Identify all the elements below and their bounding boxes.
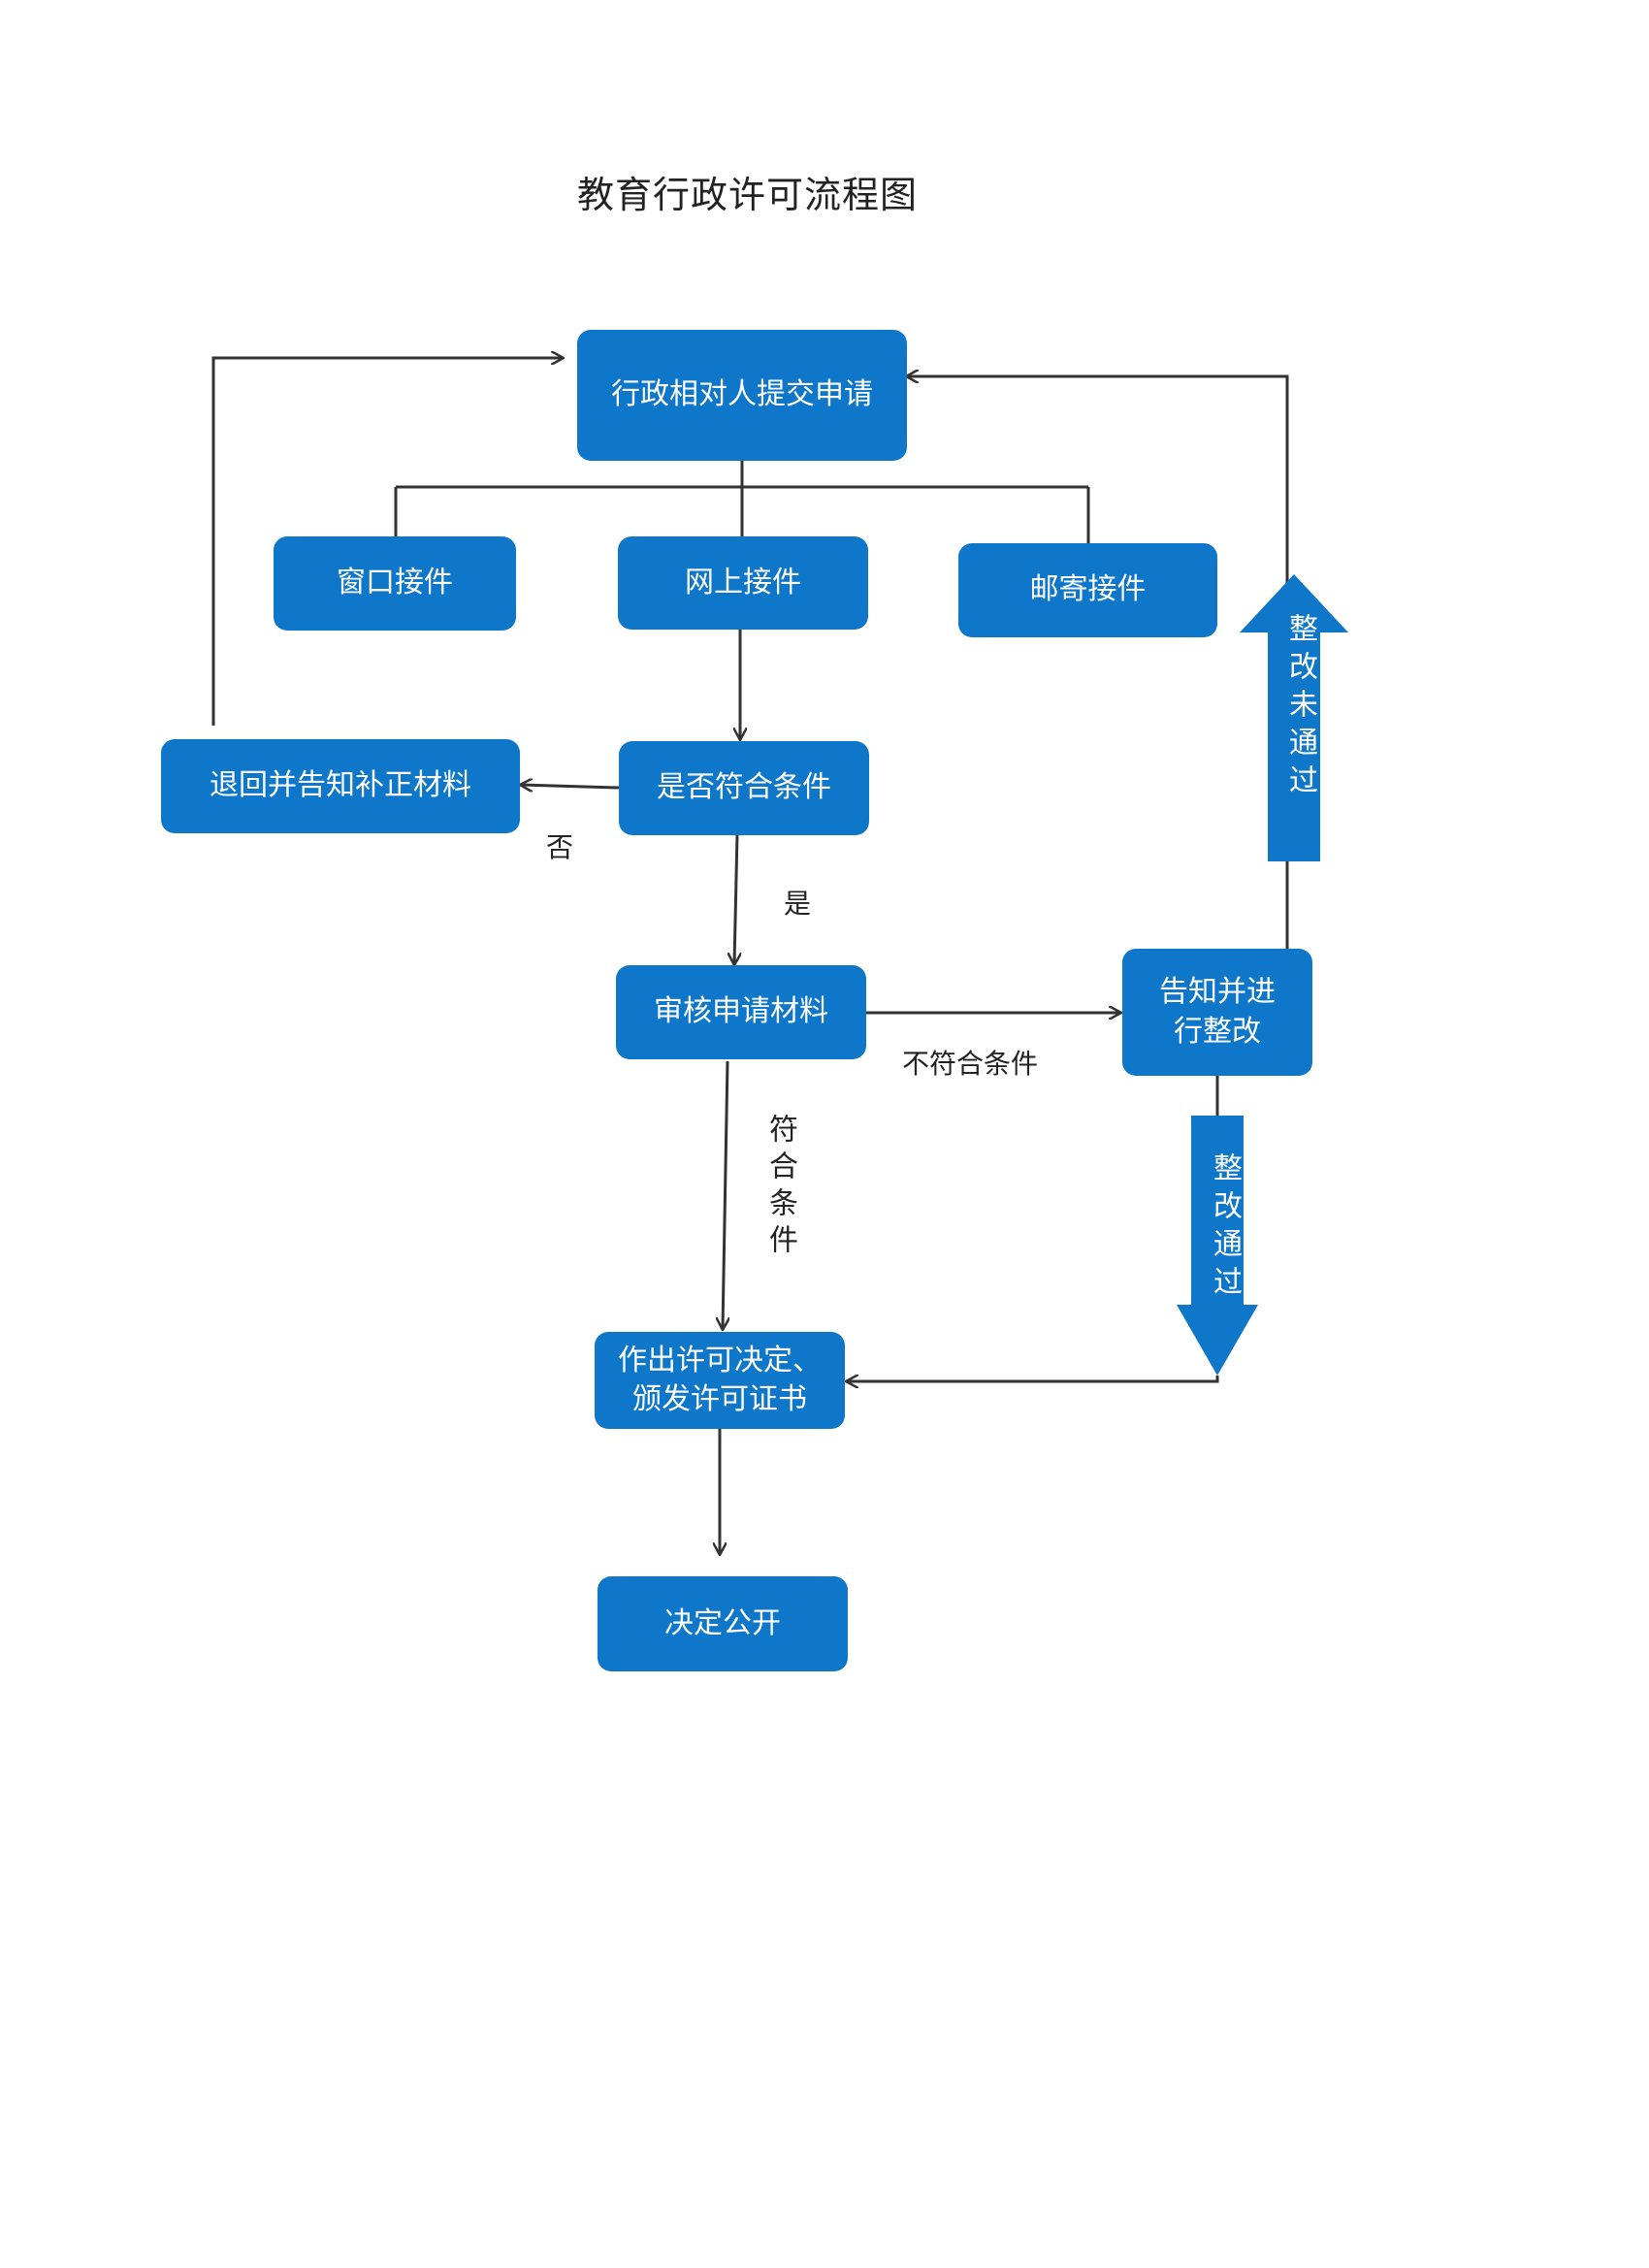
label-meet-conditions: 符合条件: [763, 1114, 797, 1261]
node-window-intake: 窗口接件: [274, 536, 516, 631]
rectify-failed-arrow: [1240, 574, 1348, 861]
label-rectify-failed: 整改未通过: [1283, 613, 1317, 802]
node-submit-application: 行政相对人提交申请: [577, 330, 907, 461]
node-return-and-notify: 退回并告知补正材料: [161, 739, 520, 833]
node-notify-rectify: 告知并进 行整改: [1122, 949, 1312, 1076]
page-title: 教育行政许可流程图: [577, 174, 919, 216]
rectify-passed-arrow: [1177, 1116, 1258, 1376]
edge-submit-branch: [394, 461, 1090, 543]
edge-check-to-return: [521, 785, 620, 788]
edge-check-to-review: [734, 833, 737, 964]
node-check-conditions: 是否符合条件: [619, 741, 869, 835]
edge-review-to-decide: [723, 1060, 728, 1329]
label-rectify-passed: 整改通过: [1208, 1152, 1242, 1304]
label-not-meet-conditions: 不符合条件: [902, 1048, 1039, 1080]
node-publish-decision: 决定公开: [598, 1576, 848, 1671]
label-no: 否: [546, 831, 574, 863]
edge-return-to-submit: [211, 358, 563, 726]
node-mail-intake: 邮寄接件: [958, 543, 1217, 637]
edge-rectify-to-decide: [847, 1376, 1219, 1381]
edge-notify-to-submit: [907, 376, 1289, 949]
node-online-intake: 网上接件: [618, 536, 868, 630]
node-decision-issue-license: 作出许可决定、 颁发许可证书: [595, 1332, 845, 1429]
node-review-materials: 审核申请材料: [616, 965, 866, 1059]
label-yes: 是: [784, 888, 812, 920]
